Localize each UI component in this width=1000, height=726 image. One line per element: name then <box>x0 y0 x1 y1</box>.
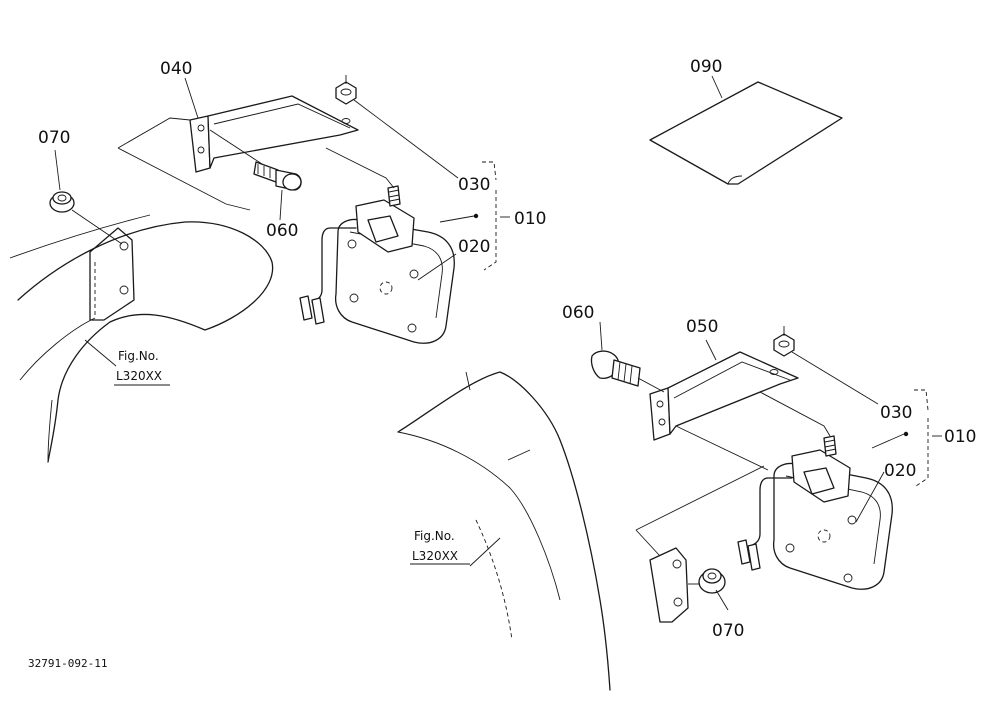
leader-060a <box>279 189 283 221</box>
label-040: 040 <box>160 59 192 79</box>
label-030a: 030 <box>458 175 490 195</box>
leader-030b <box>791 351 879 405</box>
left-figref-leader <box>84 339 117 367</box>
right-fender-hole-lower <box>673 597 683 607</box>
drawing-code: 32791-092-11 <box>28 657 107 670</box>
label-050: 050 <box>686 317 718 337</box>
right-work-lamp <box>737 435 893 590</box>
leader-060a-to-bracket <box>209 129 263 165</box>
figref-right-line2[interactable]: L320XX <box>412 549 458 563</box>
left-fender-hole-upper <box>119 241 129 251</box>
right-fender-inner <box>397 371 561 601</box>
right-assembly-dot <box>903 431 909 437</box>
leader-070a-to-bracket <box>71 209 123 245</box>
leader-060b <box>599 321 603 351</box>
figref-left-line2[interactable]: L320XX <box>116 369 162 383</box>
leader-010a-dot <box>439 215 475 223</box>
leader-050 <box>705 339 717 361</box>
right-nut-030 <box>773 333 795 357</box>
label-010a: 010 <box>514 209 546 229</box>
left-fender <box>17 221 274 463</box>
leader-070b <box>715 589 729 611</box>
label-070a: 070 <box>38 128 70 148</box>
left-work-lamp <box>299 185 455 344</box>
figref-right-line1[interactable]: Fig.No. <box>414 529 455 543</box>
right-brace <box>914 389 929 487</box>
left-assembly <box>9 75 510 463</box>
leader-020a <box>417 253 457 281</box>
left-flange-nut-070 <box>49 191 75 213</box>
leader-090 <box>711 75 723 99</box>
left-assembly-dot <box>473 213 479 219</box>
leader-040 <box>184 77 199 119</box>
right-bracket-050 <box>649 351 799 441</box>
right-figref-leader <box>469 537 501 567</box>
right-fender-bracket-line <box>635 529 661 557</box>
right-assembly <box>397 321 942 691</box>
label-090: 090 <box>690 57 722 77</box>
right-fender-bracket <box>649 547 689 623</box>
left-fender-bracket <box>89 227 135 321</box>
left-fender-inner <box>9 214 151 461</box>
right-fender <box>397 371 611 691</box>
leader-030a <box>353 99 459 179</box>
label-060b: 060 <box>562 303 594 323</box>
left-lamp-assembly-line <box>325 147 395 189</box>
leader-010b-dot <box>871 433 905 449</box>
leader-070a <box>54 149 61 191</box>
left-nut-030 <box>335 81 357 105</box>
sheet-090 <box>649 81 843 185</box>
right-bracket-assembly-line <box>635 425 769 531</box>
left-bolt-060 <box>253 161 302 191</box>
label-030b: 030 <box>880 403 912 423</box>
figref-left-line1[interactable]: Fig.No. <box>118 349 159 363</box>
label-010b: 010 <box>944 427 976 447</box>
left-bracket-assembly-line <box>117 117 251 211</box>
label-070b: 070 <box>712 621 744 641</box>
leader-060b-to-bracket <box>637 377 665 393</box>
left-bracket-040 <box>189 95 359 173</box>
label-020a: 020 <box>458 237 490 257</box>
right-bolt-060 <box>590 350 641 387</box>
right-lamp-assembly-line <box>759 391 831 437</box>
label-060a: 060 <box>266 221 298 241</box>
left-fender-hole-lower <box>119 285 129 295</box>
right-flange-nut-070 <box>698 568 726 594</box>
right-fender-hidden-edge <box>475 519 513 641</box>
right-fender-hole-upper <box>672 559 682 569</box>
left-brace <box>482 161 497 271</box>
leader-020b <box>855 471 885 523</box>
label-020b: 020 <box>884 461 916 481</box>
